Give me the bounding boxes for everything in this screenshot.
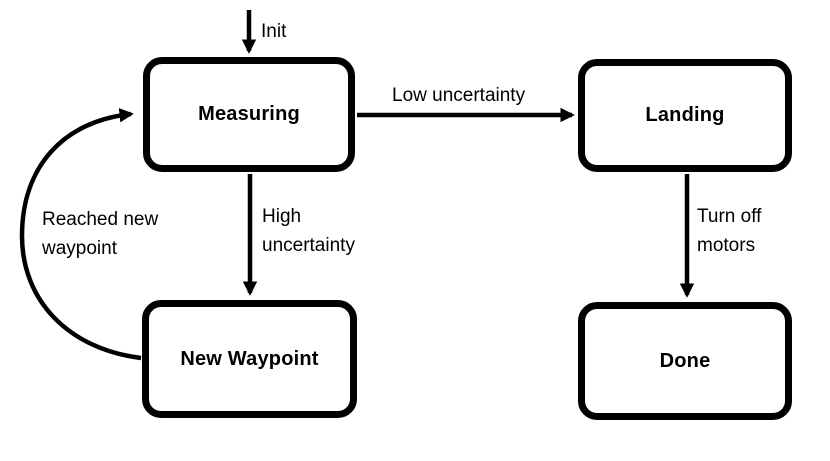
state-landing: Landing [578,59,792,172]
state-done: Done [578,302,792,420]
state-landing-label: Landing [645,104,725,126]
reached-new-waypoint-transition-label: Reached new waypoint [42,209,159,259]
high-uncertainty-transition-label: High uncertainty [262,206,355,256]
state-done-label: Done [659,349,711,372]
turn-off-motors-transition-label: Turn off motors [697,206,762,256]
init-transition-label: Init [261,21,287,42]
state-new-waypoint: New Waypoint [142,300,357,418]
state-measuring-label: Measuring [198,103,300,125]
low-uncertainty-transition-label: Low uncertainty [392,85,526,106]
state-measuring: Measuring [143,57,355,172]
state-new-waypoint-label: New Waypoint [180,347,319,370]
reached-new-waypoint-arrow [19,108,142,361]
